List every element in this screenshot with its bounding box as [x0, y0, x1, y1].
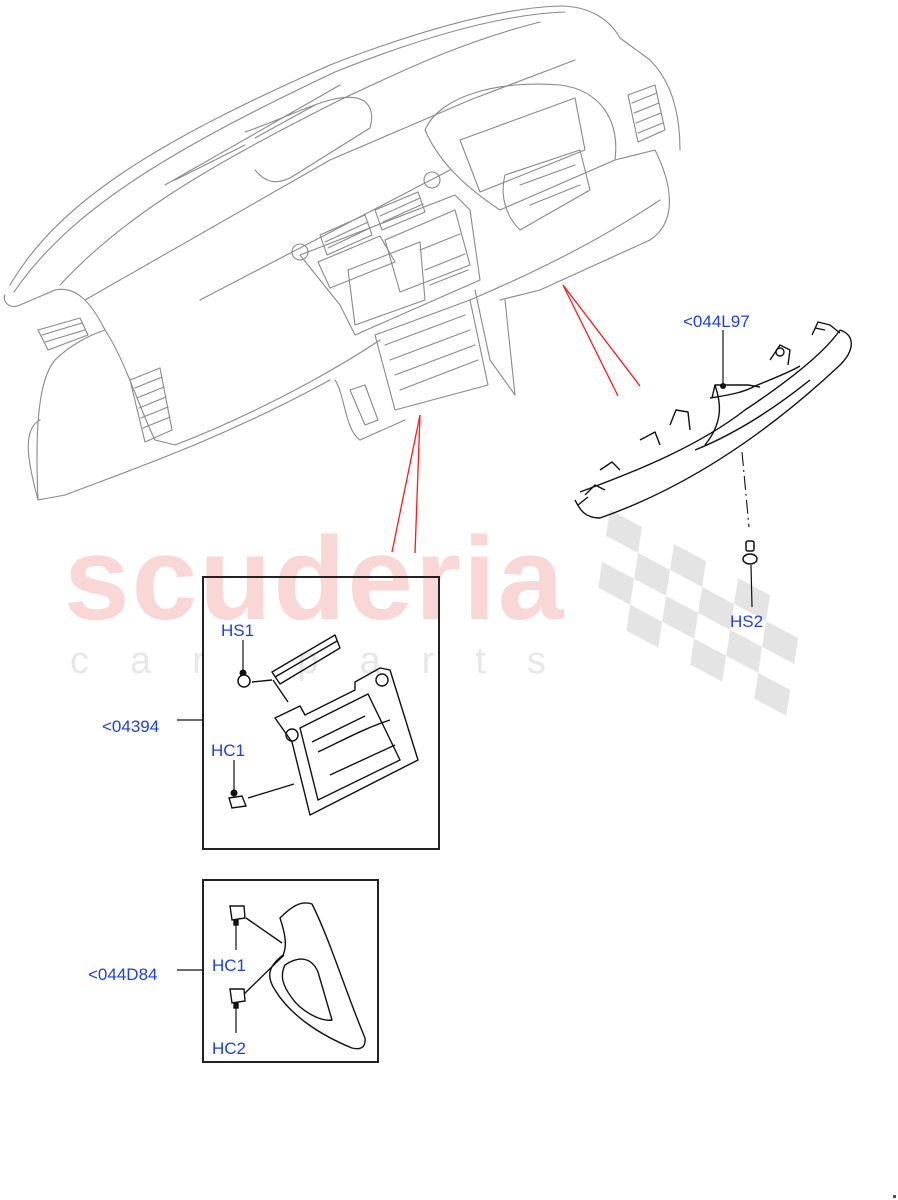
part-group-frame-04394	[202, 576, 440, 850]
watermark-scuderia: scuderia	[64, 513, 566, 645]
callout-ref-04394[interactable]: <04394	[102, 717, 160, 736]
callout-hc1-lower[interactable]: HC1	[212, 956, 247, 975]
callout-hc1-mid[interactable]: HC1	[211, 741, 246, 760]
watermark-car-parts: car parts	[70, 640, 587, 682]
callout-hs2[interactable]: HS2	[730, 612, 764, 631]
callout-ref-044L97[interactable]: <044L97	[683, 312, 750, 331]
callout-hc2-lower[interactable]: HC2	[212, 1039, 247, 1058]
callout-hs1[interactable]: HS1	[221, 621, 255, 640]
callout-ref-044D84[interactable]: <044D84	[88, 965, 158, 984]
part-group-frame-044D84	[202, 879, 379, 1063]
corner-mark	[893, 1195, 896, 1198]
